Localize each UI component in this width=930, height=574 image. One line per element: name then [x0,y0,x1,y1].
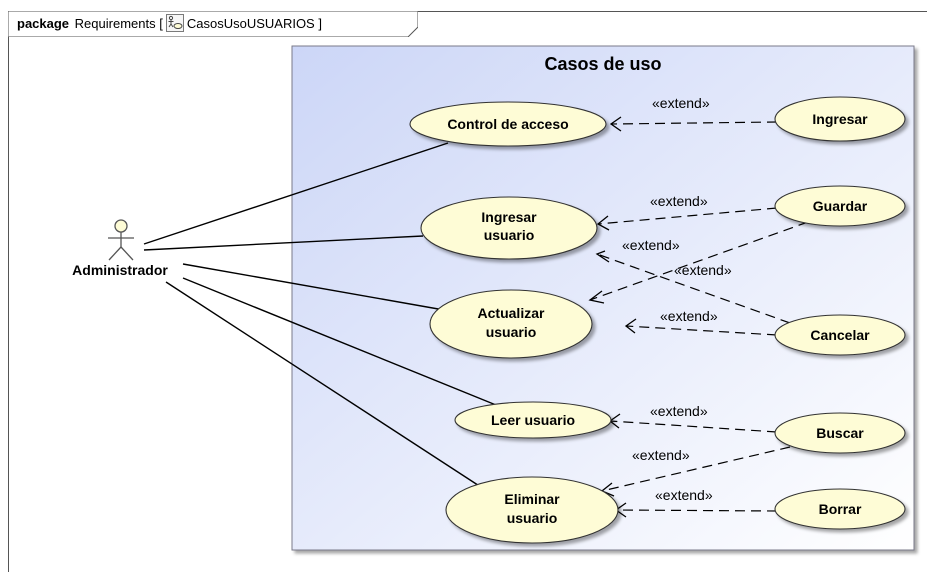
use-case-actualizar-usuario[interactable]: Actualizar usuario [429,289,593,359]
association-line[interactable] [143,142,449,245]
use-case-label-line-1: Eliminar [504,491,560,507]
use-case-label: Guardar [813,198,868,214]
actor-label: Administrador [72,262,168,278]
use-case-ingresar[interactable]: Ingresar [774,96,906,142]
arrowhead-icon [595,250,610,263]
extend-dependency[interactable] [596,253,791,324]
arrowhead-icon [624,318,637,334]
use-case-borrar[interactable]: Borrar [774,488,906,530]
use-case-label-line-2: usuario [484,227,535,243]
association-line[interactable] [182,277,497,406]
arrowhead-icon [609,116,622,132]
frame-package-name: Requirements [74,16,156,31]
extend-dependency[interactable] [625,325,778,336]
use-case-label: Leer usuario [491,412,575,428]
extend-dependency[interactable] [601,446,791,492]
arrowhead-icon [588,290,605,304]
extend-dependency[interactable] [609,420,778,433]
frame-keyword: package [17,16,70,31]
package-frame-tab [8,11,418,37]
use-case-leer-usuario[interactable]: Leer usuario [454,401,612,439]
stick-figure-actor-icon[interactable] [108,219,134,261]
extend-dependency[interactable] [597,207,778,225]
use-case-label-line-2: usuario [507,510,558,526]
use-case-label: Control de acceso [447,116,568,132]
extend-label: «extend» [622,237,680,253]
association-line[interactable] [165,281,488,492]
use-case-label: Ingresar [812,111,868,127]
arrowhead-icon [596,215,610,231]
use-case-control-de-acceso[interactable]: Control de acceso [409,101,607,147]
extend-label: «extend» [650,403,708,419]
frame-diagram-name: CasosUsoUSUARIOS [186,16,315,31]
extend-dependency[interactable] [615,509,778,512]
association-line[interactable] [182,263,445,311]
system-boundary-title: Casos de uso [544,54,661,74]
frame-header: package Requirements [CasosUsoUSUARIOS ] [17,14,322,32]
use-case-diagram-icon [165,14,184,32]
association-line[interactable] [143,235,424,251]
use-case-label: Buscar [816,425,864,441]
extend-label: «extend» [674,262,732,278]
extend-label: «extend» [655,487,713,503]
use-case-label: Cancelar [810,327,870,343]
use-case-cancelar[interactable]: Cancelar [774,314,906,356]
use-case-label-line-1: Actualizar [478,305,545,321]
use-case-buscar[interactable]: Buscar [774,412,906,454]
extend-dependency[interactable] [610,121,778,125]
use-case-label-line-1: Ingresar [481,209,537,225]
extend-label: «extend» [652,95,710,111]
extend-label: «extend» [650,193,708,209]
use-case-label: Borrar [819,501,862,517]
package-frame [8,11,927,572]
extend-label: «extend» [660,308,718,324]
use-case-label-line-2: usuario [486,324,537,340]
use-case-ingresar-usuario[interactable]: Ingresar usuario [420,196,598,260]
use-case-eliminar-usuario[interactable]: Eliminar usuario [445,476,619,544]
extend-dependency[interactable] [589,221,809,301]
use-case-guardar[interactable]: Guardar [774,185,906,227]
extend-label: «extend» [632,447,690,463]
